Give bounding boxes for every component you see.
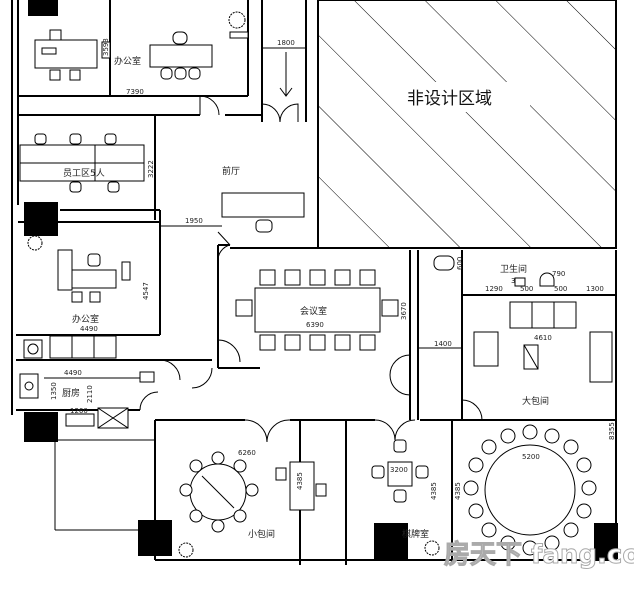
office-top: 办公室 3593 7390 xyxy=(34,11,249,96)
dim-1300: 1300 xyxy=(586,285,604,293)
watermark-text: 房天下 fang.com xyxy=(444,540,634,570)
columns xyxy=(24,0,618,559)
dim-4385-b: 4385 xyxy=(430,482,438,500)
dim-4490-b: 4490 xyxy=(64,369,82,377)
walls xyxy=(11,0,617,565)
dim-4610: 4610 xyxy=(534,334,552,342)
dim-500-a: 500 xyxy=(520,285,533,293)
dim-1400: 1400 xyxy=(434,340,452,348)
room-label-meeting: 会议室 xyxy=(300,305,327,317)
dim-5200: 5200 xyxy=(522,453,540,461)
corridor-top: 1800 xyxy=(262,39,306,97)
dim-1350: 1350 xyxy=(50,382,58,400)
room-label-chess: 棋牌室 xyxy=(402,528,429,540)
round-table-chairs xyxy=(463,424,597,556)
dim-1260: 1260 xyxy=(70,407,88,415)
dim-500-b: 500 xyxy=(554,285,567,293)
non-design-area-label: 非设计区域 xyxy=(407,89,492,109)
dim-3593: 3593 xyxy=(102,38,110,56)
dim-6390: 6390 xyxy=(306,321,324,329)
dim-3222: 3222 xyxy=(147,160,155,178)
dim-790: 790 xyxy=(552,270,565,278)
room-label-office-mid: 办公室 xyxy=(72,313,99,325)
doors xyxy=(139,95,483,443)
dim-4385-c: 4385 xyxy=(454,482,462,500)
dim-3670: 3670 xyxy=(400,302,408,320)
room-label-kitchen: 厨房 xyxy=(62,387,80,399)
dim-4385-a: 4385 xyxy=(296,472,304,490)
watermark: 房天下 fang.com xyxy=(444,540,634,571)
small-private-room: 6260 4385 小包间 xyxy=(178,449,327,558)
room-label-office-top: 办公室 xyxy=(114,55,141,67)
dim-600: 600 xyxy=(456,257,464,270)
dim-2110: 2110 xyxy=(86,385,94,403)
dim-1290: 1290 xyxy=(485,285,503,293)
chess-room: 3200 4385 棋牌室 xyxy=(371,439,440,556)
room-label-toilet: 卫生间 xyxy=(500,263,527,275)
big-private-room: 4610 大包间 8355 5200 4385 xyxy=(454,301,616,556)
dim-3200: 3200 xyxy=(390,466,408,474)
room-label-big-private: 大包间 xyxy=(522,395,549,407)
dim-4490-a: 4490 xyxy=(80,325,98,333)
room-label-small-private: 小包间 xyxy=(248,528,275,540)
office-mid: 办公室 4547 4490 xyxy=(23,235,150,359)
dim-8355: 8355 xyxy=(608,422,616,440)
non-design-area: 非设计区域 xyxy=(317,0,617,249)
staff-area: 员工区5人 3222 xyxy=(19,133,155,193)
dim-4547: 4547 xyxy=(142,282,150,300)
lobby: 前厅 1950 xyxy=(160,165,305,233)
dim-6260: 6260 xyxy=(238,449,256,457)
toilet: 600 卫生间 1290 338 500 500 790 1300 xyxy=(433,255,604,293)
room-label-lobby: 前厅 xyxy=(222,165,240,177)
meeting-room: 会议室 6390 3670 1400 xyxy=(235,269,462,351)
dim-7390: 7390 xyxy=(126,88,144,96)
dim-1800: 1800 xyxy=(277,39,295,47)
dim-1950: 1950 xyxy=(185,217,203,225)
room-label-staff-area: 员工区5人 xyxy=(63,168,105,179)
kitchen: 4490 厨房 1350 1260 2110 xyxy=(19,369,155,429)
